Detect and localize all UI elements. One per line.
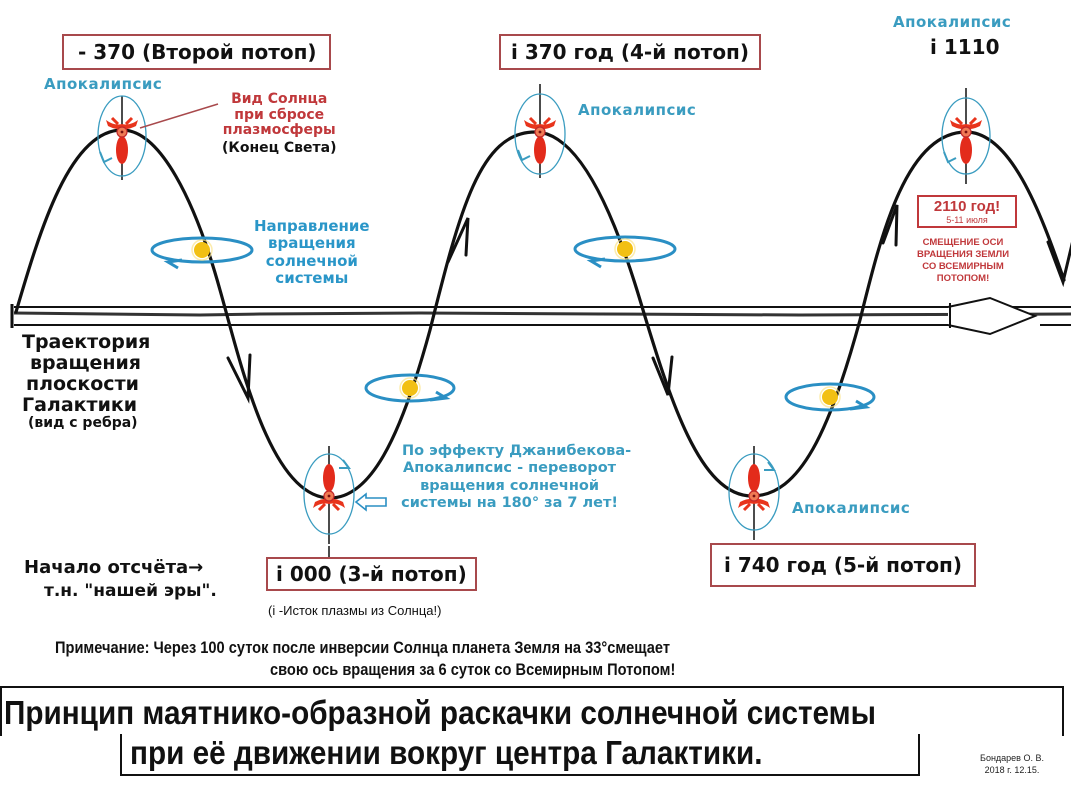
title-frame-bottom: [120, 734, 920, 776]
title-line-2: при её движении вокруг центра Галактики.: [130, 734, 763, 771]
galaxy-line-1: Траектория: [22, 331, 151, 353]
year-2110-note: СМЕЩЕНИЕ ОСИ ВРАЩЕНИЯ ЗЕМЛИ СО ВСЕМИРНЫМ…: [913, 237, 1013, 286]
orbit-4: [784, 382, 876, 412]
peak-3-apocalypse: Апокалипсис: [893, 13, 1012, 31]
year-2110-title: 2110 год!: [933, 198, 1001, 215]
dzhanibekov-line-2: Апокалипсис - переворот: [403, 460, 617, 477]
trough-2-apocalypse: Апокалипсис: [792, 499, 911, 517]
author-date: 2018 г. 12.15.: [984, 765, 1040, 776]
title-line-1: Принцип маятнико-образной раскачки солне…: [4, 694, 877, 731]
orbit-3: [573, 235, 677, 269]
rotation-line-4: системы: [275, 268, 349, 287]
sun-view-line-2: при сбросе: [234, 106, 325, 123]
orbit-1: [150, 236, 254, 270]
galaxy-line-4: Галактики: [22, 393, 138, 416]
footnote-line-2: свою ось вращения за 6 суток со Всемирны…: [270, 660, 676, 679]
rotation-direction-note: Направление вращения солнечной системы: [254, 217, 370, 287]
sun-view-line-3: плазмосферы: [222, 122, 336, 139]
galaxy-line-2: вращения: [30, 351, 141, 374]
year-2110-line-3: СО ВСЕМИРНЫМ: [922, 261, 1004, 273]
sun-figure-peak-3: [941, 88, 991, 184]
author-name: Бондарев О. В.: [980, 753, 1044, 763]
galaxy-sub: (вид с ребра): [28, 414, 138, 431]
era-arrow-icon: →: [188, 557, 204, 578]
year-2110-line-2: ВРАЩЕНИЯ ЗЕМЛИ: [916, 249, 1010, 261]
rotation-line-2: вращения: [267, 234, 356, 253]
sun-figure-peak-1: [97, 95, 147, 180]
dzhanibekov-hollow-arrow: [354, 492, 387, 512]
plasma-note: (і -Исток плазмы из Солнца!): [268, 603, 442, 618]
dzhanibekov-line-4: системы на 180° за 7 лет!: [401, 495, 619, 512]
sun-view-pointer: [139, 103, 219, 129]
year-2110-dates: 5-11 июля: [946, 215, 988, 225]
dzhanibekov-line-1: По эффекту Джанибекова-: [402, 443, 632, 459]
peak-1-apocalypse: Апокалипсис: [44, 75, 163, 93]
author-signature: Бондарев О. В. 2018 г. 12.15.: [962, 752, 1062, 776]
sun-figure-trough-2: [728, 446, 780, 540]
sun-view-sub: (Конец Света): [222, 140, 337, 157]
trough-2-label: і 740 год (5-й потоп): [710, 543, 977, 587]
galaxy-line-3: плоскости: [26, 372, 139, 395]
rotation-line-3: солнечной: [265, 251, 358, 270]
title-frame-top: [0, 686, 1064, 736]
era-start-note: Начало отсчёта→: [24, 557, 204, 578]
era-start-line-1: Начало отсчёта: [24, 557, 189, 578]
sun-view-note: Вид Солнца при сбросе плазмосферы (Конец…: [222, 91, 337, 157]
sun-figure-trough-1: [303, 446, 355, 544]
peak-2-label: і 370 год (4-й потоп): [499, 34, 762, 70]
trough-1-label: і 000 (3-й потоп): [266, 557, 477, 591]
dzhanibekov-note: По эффекту Джанибекова- Апокалипсис - пе…: [388, 443, 631, 513]
year-2110-box: 2110 год! 5-11 июля: [917, 195, 1017, 228]
sun-figure-peak-2: [514, 84, 566, 178]
dzhanibekov-line-3: вращения солнечной: [420, 477, 599, 494]
galaxy-trajectory-note: Траектория вращения плоскости Галактики …: [22, 332, 150, 431]
peak-2-apocalypse: Апокалипсис: [578, 101, 697, 119]
orbit-2: [364, 373, 456, 403]
rotation-line-1: Направление: [254, 217, 370, 235]
era-start-line-2: т.н. "нашей эры".: [44, 581, 217, 601]
peak-1-label: - 370 (Второй потоп): [62, 34, 331, 70]
sun-view-line-1: Вид Солнца: [231, 91, 328, 107]
year-2110-line-1: СМЕЩЕНИЕ ОСИ: [922, 237, 1004, 248]
year-2110-line-4: ПОТОПОМ!: [936, 273, 990, 285]
footnote-line-1: Примечание: Через 100 суток после инверс…: [55, 638, 671, 657]
peak-3-label: і 1110: [930, 35, 1000, 59]
galaxy-plane-line: [10, 296, 1071, 336]
curve-direction-arrows: [226, 204, 1071, 404]
